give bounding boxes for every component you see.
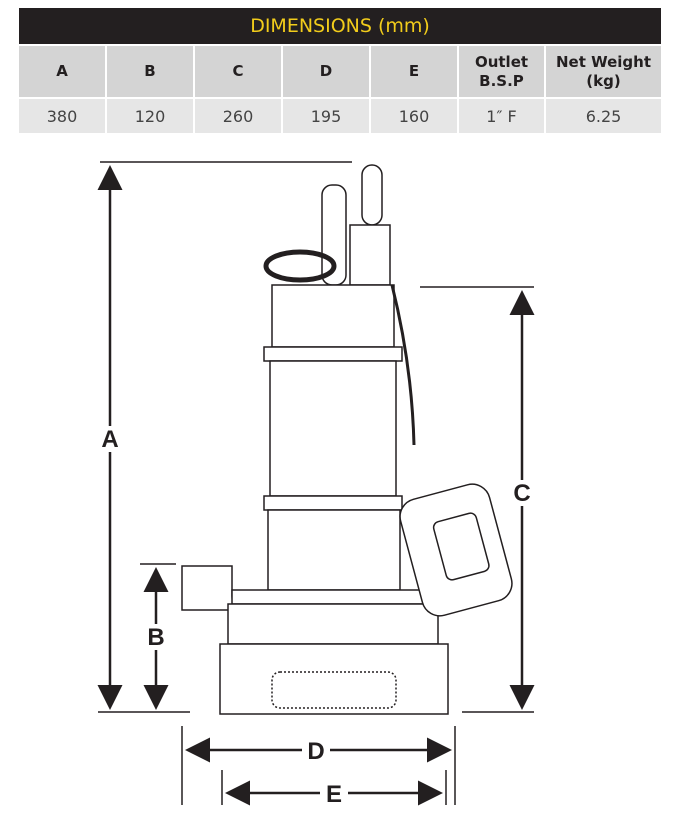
value-weight: 6.25 (546, 99, 661, 133)
value-outlet: 1″ F (459, 99, 544, 133)
value-e: 160 (371, 99, 457, 133)
label-b: B (147, 624, 164, 651)
header-c: C (195, 46, 281, 97)
header-b: B (107, 46, 193, 97)
header-outlet: Outlet B.S.P (459, 46, 544, 97)
label-d: D (307, 738, 324, 765)
value-d: 195 (283, 99, 369, 133)
value-a: 380 (19, 99, 105, 133)
header-weight: Net Weight (kg) (546, 46, 661, 97)
value-c: 260 (195, 99, 281, 133)
header-e: E (371, 46, 457, 97)
label-e: E (326, 781, 342, 808)
header-row: A B C D E Outlet B.S.P Net Weight (kg) (19, 46, 661, 97)
label-c: C (513, 480, 530, 507)
pump-drawing (181, 164, 513, 715)
dimensions-table: DIMENSIONS (mm) A B C D E Outlet B.S.P N… (19, 8, 661, 133)
label-a: A (101, 426, 118, 453)
header-a: A (19, 46, 105, 97)
value-row: 380 120 260 195 160 1″ F 6.25 (19, 99, 661, 133)
header-d: D (283, 46, 369, 97)
table-title: DIMENSIONS (mm) (19, 8, 661, 44)
value-b: 120 (107, 99, 193, 133)
